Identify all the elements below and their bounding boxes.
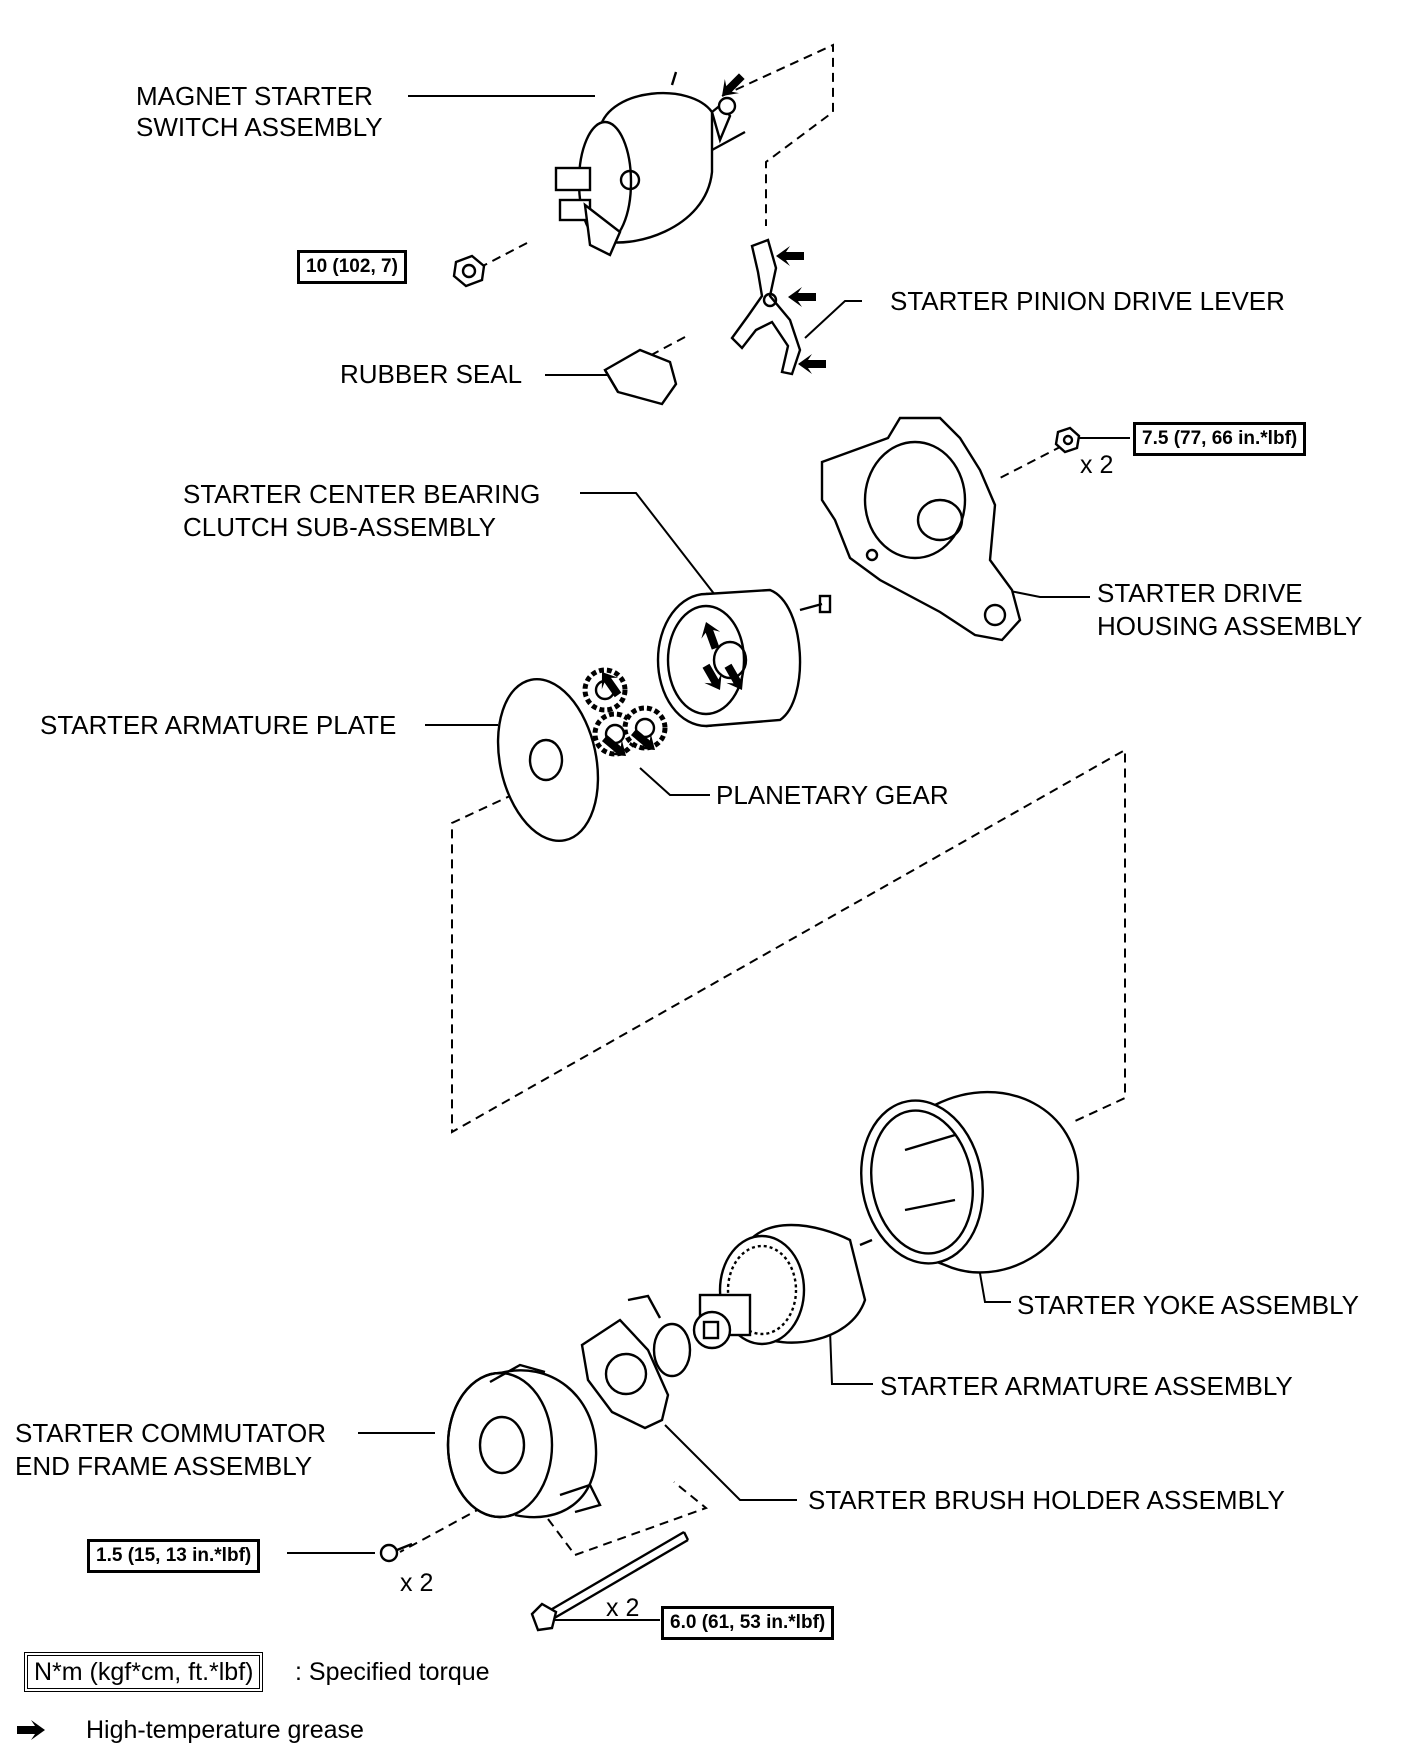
planetary-gears-drawing xyxy=(582,667,668,757)
label-end-frame-line2: END FRAME ASSEMBLY xyxy=(15,1451,313,1481)
multiplier-through-bolt: x 2 xyxy=(606,1594,640,1622)
label-drive-housing-line2: HOUSING ASSEMBLY xyxy=(1097,611,1363,641)
label-clutch-line1: STARTER CENTER BEARING xyxy=(183,479,541,509)
rubber-seal-drawing xyxy=(603,348,678,406)
legend-grease-text: High-temperature grease xyxy=(86,1716,364,1744)
label-rubber-seal: RUBBER SEAL xyxy=(340,359,523,389)
legend-torque-text: : Specified torque xyxy=(295,1658,490,1686)
drive-housing-drawing xyxy=(820,416,1022,642)
legend-grease-arrow-icon xyxy=(17,1720,45,1740)
end-frame-screw-drawing xyxy=(379,1542,413,1563)
label-armature: STARTER ARMATURE ASSEMBLY xyxy=(880,1371,1293,1401)
armature-plate-drawing xyxy=(496,677,600,843)
switch-nut-drawing xyxy=(452,254,486,288)
label-magnet-switch-line1: MAGNET STARTER xyxy=(136,81,373,111)
pinion-lever-drawing xyxy=(730,238,802,376)
magnet-switch-drawing xyxy=(554,71,746,257)
torque-through-bolt: 6.0 (61, 53 in.*lbf) xyxy=(661,1606,835,1640)
label-planetary-gear: PLANETARY GEAR xyxy=(716,780,949,810)
multiplier-housing-nut: x 2 xyxy=(1080,451,1114,479)
housing-nut-drawing xyxy=(1054,426,1081,454)
yoke-drawing xyxy=(860,1090,1080,1274)
legend-torque-unit: N*m (kgf*cm, ft.*lbf) xyxy=(24,1652,264,1692)
label-magnet-switch-line2: SWITCH ASSEMBLY xyxy=(136,112,383,142)
label-armature-plate: STARTER ARMATURE PLATE xyxy=(40,710,397,740)
clutch-drawing xyxy=(656,588,832,728)
leader-lines xyxy=(287,95,1130,1621)
label-brush-holder: STARTER BRUSH HOLDER ASSEMBLY xyxy=(808,1485,1285,1515)
label-pinion-lever: STARTER PINION DRIVE LEVER xyxy=(890,286,1285,316)
multiplier-end-frame-screw: x 2 xyxy=(400,1569,434,1597)
label-yoke: STARTER YOKE ASSEMBLY xyxy=(1017,1290,1359,1320)
through-bolt-drawing xyxy=(530,1530,690,1632)
brush-holder-drawing xyxy=(580,1294,692,1430)
torque-housing-nut: 7.5 (77, 66 in.*lbf) xyxy=(1133,422,1307,456)
armature-drawing xyxy=(692,1223,873,1350)
label-end-frame-line1: STARTER COMMUTATOR xyxy=(15,1418,327,1448)
label-clutch-line2: CLUTCH SUB-ASSEMBLY xyxy=(183,512,497,542)
torque-switch-nut: 10 (102, 7) xyxy=(297,250,407,284)
label-drive-housing-line1: STARTER DRIVE xyxy=(1097,578,1303,608)
end-frame-drawing xyxy=(446,1363,602,1519)
torque-end-frame-screw: 1.5 (15, 13 in.*lbf) xyxy=(87,1539,261,1573)
